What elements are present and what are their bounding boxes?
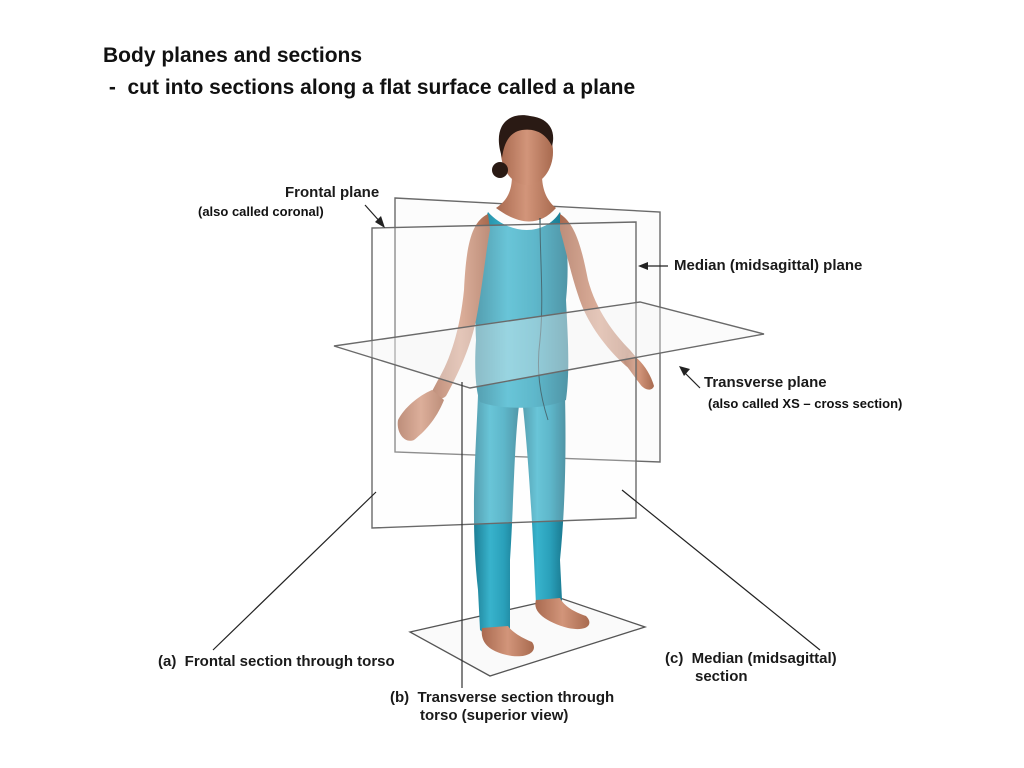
section-a-label: (a) Frontal section through torso [158,653,395,670]
median-plane-label: Median (midsagittal) plane [674,257,863,274]
section-c-label-line2: section [695,668,748,685]
transverse-plane-label: Transverse plane [704,374,827,391]
frontal-plane-note: (also called coronal) [198,204,324,219]
transverse-plane [333,301,765,389]
title-line-2: - cut into sections along a flat surface… [103,76,636,99]
transverse-plane-note: (also called XS – cross section) [708,396,903,411]
title-line-1: Body planes and sections [103,44,363,67]
slide-title: Body planes and sections - cut into sect… [103,40,635,104]
human-figure [397,115,654,657]
arrow-heads [375,216,690,376]
median-plane [371,221,637,529]
section-c-label-line1: (c) Median (midsagittal) [665,650,837,667]
frontal-plane-label: Frontal plane [285,184,380,201]
section-b-label-line2: torso (superior view) [420,707,569,724]
section-b-label-line1: (b) Transverse section through [390,689,615,706]
floor-plate [408,597,648,677]
